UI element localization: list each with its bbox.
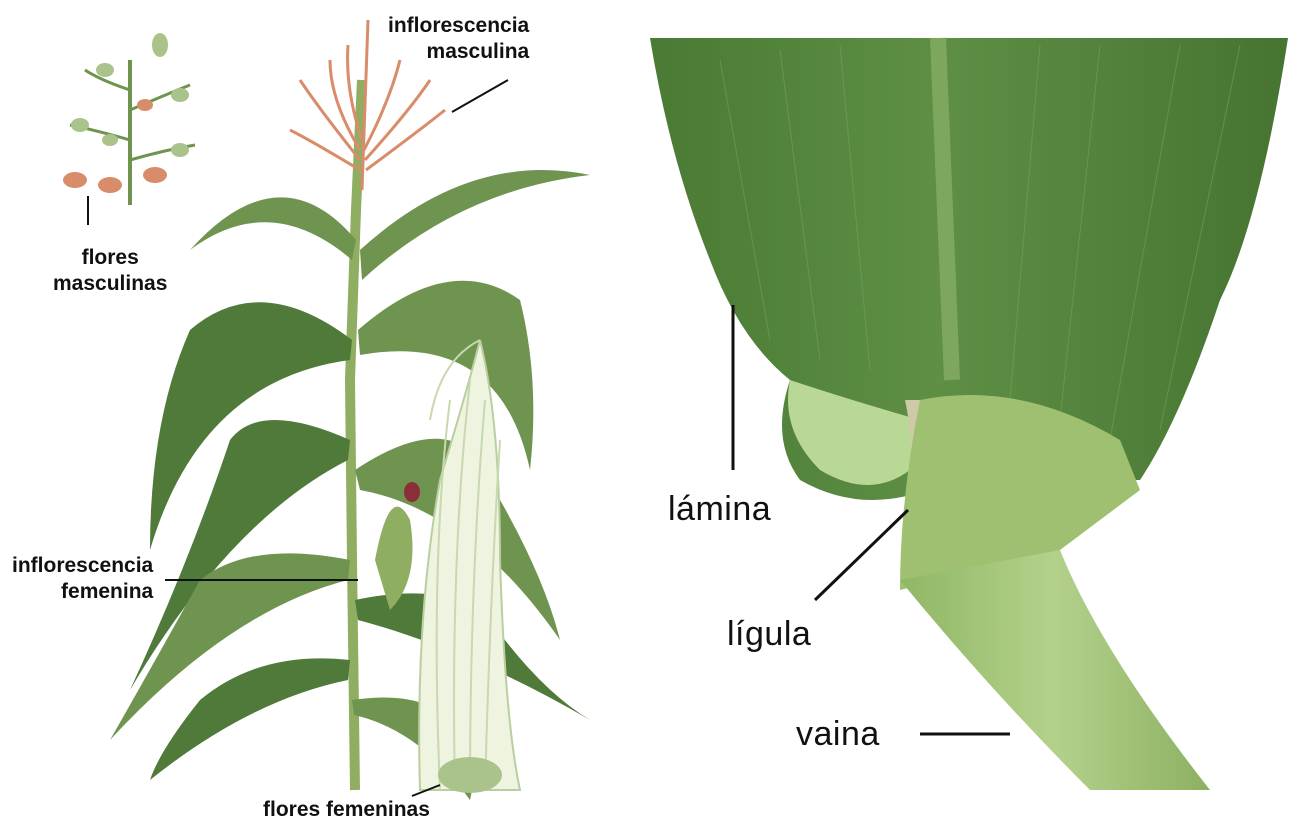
leaf-closeup-photo-panel: lámina lígula vaina [620, 0, 1302, 827]
leaf-closeup-photo [620, 0, 1302, 827]
label-lamina: lámina [668, 492, 771, 526]
label-inflorescencia-femenina: inflorescencia femenina [12, 553, 153, 605]
label-flores-masculinas: flores masculinas [53, 245, 167, 297]
label-flores-femeninas: flores femeninas [263, 799, 430, 820]
male-flowers-detail [63, 33, 195, 225]
label-inflorescencia-masculina: inflorescencia masculina [388, 13, 529, 65]
maize-plant-illustration [0, 0, 620, 827]
label-vaina: vaina [796, 717, 880, 751]
label-ligula: lígula [727, 617, 811, 651]
stalk [350, 80, 362, 790]
leaf-sheath [900, 550, 1210, 790]
maize-plant-illustration-panel: inflorescencia masculina flores masculin… [0, 0, 620, 827]
